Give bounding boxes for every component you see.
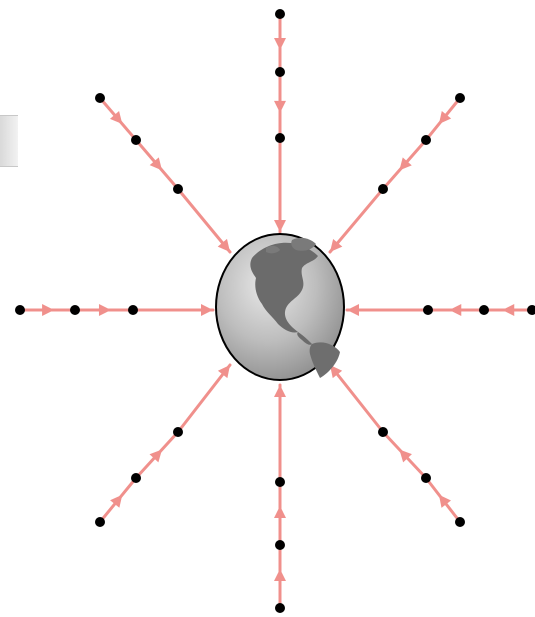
arrowhead-south bbox=[274, 385, 286, 397]
point-east-2 bbox=[479, 305, 489, 315]
point-south-1 bbox=[275, 603, 285, 613]
point-northeast-2 bbox=[421, 135, 431, 145]
arrowhead-south bbox=[274, 569, 286, 581]
ray-west bbox=[15, 304, 213, 316]
ray-east bbox=[347, 304, 535, 316]
arrowhead-north bbox=[274, 101, 286, 113]
point-west-3 bbox=[128, 305, 138, 315]
arrowhead-west bbox=[201, 304, 213, 316]
ray-northeast bbox=[330, 93, 465, 252]
point-north-1 bbox=[275, 9, 285, 19]
point-northwest-1 bbox=[95, 93, 105, 103]
point-southeast-1 bbox=[455, 517, 465, 527]
point-north-3 bbox=[275, 133, 285, 143]
point-northwest-2 bbox=[131, 135, 141, 145]
point-southwest-2 bbox=[131, 473, 141, 483]
ray-southwest bbox=[95, 365, 230, 527]
arrowhead-east bbox=[502, 304, 514, 316]
arrowhead-east bbox=[347, 304, 359, 316]
ray-northwest bbox=[95, 93, 230, 252]
ray-segment-southwest bbox=[178, 365, 230, 432]
ray-north bbox=[274, 9, 286, 232]
point-east-3 bbox=[423, 305, 433, 315]
point-northeast-1 bbox=[455, 93, 465, 103]
arrowhead-north bbox=[274, 220, 286, 232]
point-southwest-1 bbox=[95, 517, 105, 527]
ray-segment-northwest bbox=[178, 189, 230, 252]
arrowhead-east bbox=[449, 304, 461, 316]
arrowhead-west bbox=[99, 304, 111, 316]
ray-southeast bbox=[330, 365, 465, 527]
arrowhead-west bbox=[42, 304, 54, 316]
arrowhead-north bbox=[274, 38, 286, 50]
point-southwest-3 bbox=[173, 427, 183, 437]
point-north-2 bbox=[275, 67, 285, 77]
point-east-1 bbox=[527, 305, 535, 315]
point-west-1 bbox=[15, 305, 25, 315]
ray-segment-southeast bbox=[330, 365, 383, 432]
earth-globe-icon bbox=[216, 234, 344, 380]
ray-south bbox=[274, 385, 286, 613]
arrowhead-south bbox=[274, 506, 286, 518]
point-northwest-3 bbox=[173, 184, 183, 194]
ray-segment-northeast bbox=[330, 189, 383, 252]
point-south-3 bbox=[275, 477, 285, 487]
point-southeast-2 bbox=[421, 473, 431, 483]
point-southeast-3 bbox=[378, 427, 388, 437]
point-south-2 bbox=[275, 540, 285, 550]
point-west-2 bbox=[70, 305, 80, 315]
point-northeast-3 bbox=[378, 184, 388, 194]
